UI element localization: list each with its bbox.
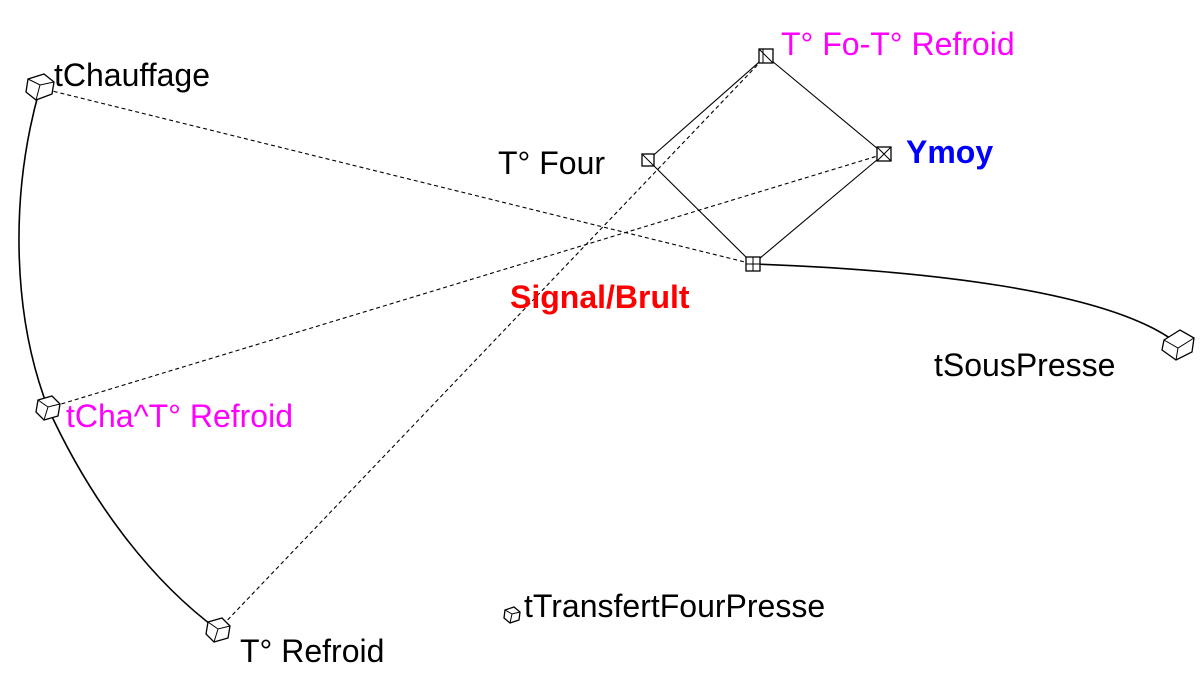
- node-label-ymoy: Ymoy: [906, 134, 993, 170]
- cube-icon: [641, 153, 655, 167]
- edge-trefroid-tfo-trefroid: [217, 55, 767, 631]
- edge-tchauffage-tcha-trefroid: [18, 87, 49, 409]
- cube-icon: [25, 73, 55, 101]
- edges: [18, 55, 1179, 631]
- node-label-ttransfertfourpresse: tTransfertFourPresse: [524, 588, 825, 624]
- edge-tcha-trefroid-trefroid: [47, 407, 219, 631]
- edge-tcha-trefroid-ymoy: [47, 153, 885, 409]
- node-label-tsouspresse: tSousPresse: [934, 347, 1115, 383]
- edge-signal-brult-tsouspresse: [752, 263, 1179, 345]
- node-label-tchauffage: tChauffage: [54, 57, 210, 93]
- edge-ymoy-signal-brult: [752, 153, 885, 265]
- node-label-signal-brult: Signal/Brult: [510, 279, 690, 315]
- node-label-trefroid: T° Refroid: [240, 633, 384, 669]
- edge-tfour-tfo-trefroid: [647, 55, 767, 161]
- cube-icon: [205, 617, 231, 643]
- edge-tchauffage-signal-brult: [39, 87, 754, 265]
- cube-icon: [758, 48, 774, 64]
- cube-icon: [745, 256, 761, 272]
- node-label-tfo-trefroid: T° Fo-T° Refroid: [781, 26, 1015, 62]
- edge-signal-brult-tfour: [647, 159, 754, 265]
- cube-icon: [503, 606, 521, 624]
- cube-icon: [35, 395, 61, 421]
- cube-icon: [1161, 329, 1195, 361]
- labels: tChauffage T° Fo-T° Refroid T° Four Ymoy…: [54, 26, 1115, 669]
- node-label-tcha-trefroid: tCha^T° Refroid: [66, 398, 293, 434]
- node-label-tfour: T° Four: [498, 145, 605, 181]
- edge-tfo-trefroid-ymoy: [765, 55, 885, 155]
- cube-icon: [876, 146, 892, 162]
- nodes: [25, 48, 1195, 643]
